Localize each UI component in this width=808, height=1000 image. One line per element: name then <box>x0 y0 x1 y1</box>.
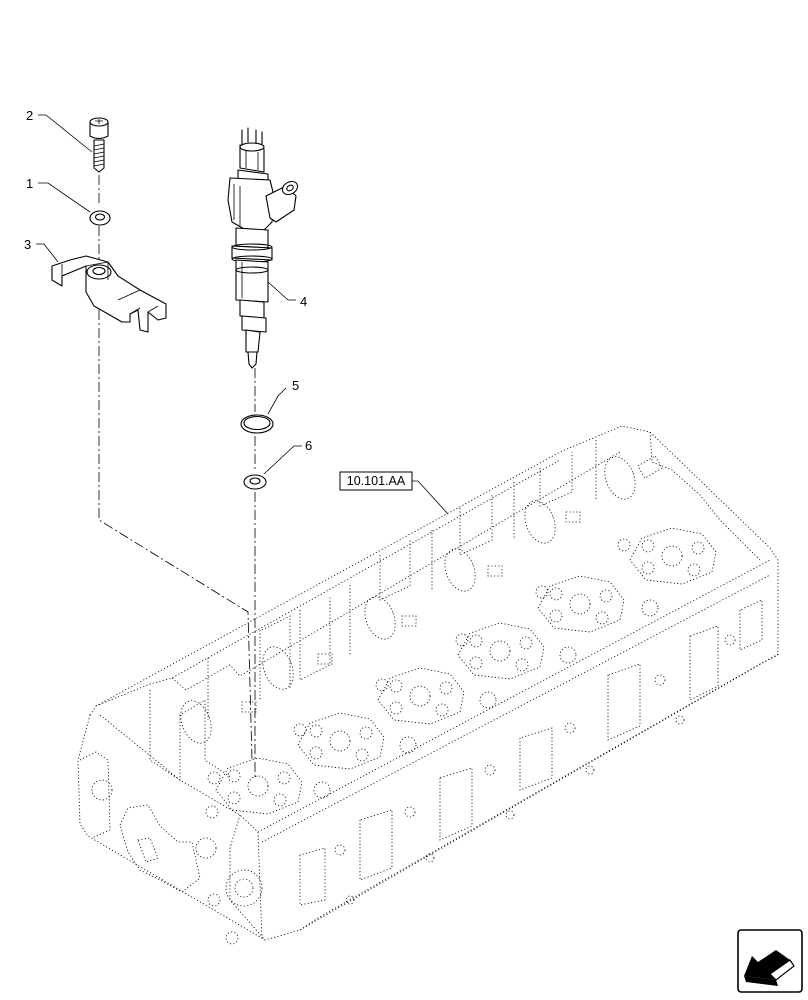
callout-4: 4 <box>300 294 307 309</box>
leader-6 <box>263 445 302 475</box>
cam-towers <box>149 431 761 781</box>
valve-bosses <box>205 527 717 819</box>
clamp-part <box>51 255 167 333</box>
callout-3: 3 <box>24 237 31 252</box>
fuel-injector-part <box>227 127 299 369</box>
cap-screw-part <box>89 117 109 173</box>
assembly-lines <box>98 175 256 780</box>
o-ring-part <box>240 414 274 434</box>
reference-label-box[interactable]: 10.101.AA <box>339 471 413 491</box>
leader-reference <box>412 480 449 515</box>
leader-5 <box>267 387 287 415</box>
reference-label[interactable]: 10.101.AA <box>347 474 406 488</box>
sealing-washer-part <box>243 474 267 490</box>
front-face-ports <box>299 599 763 906</box>
washer-part <box>89 210 111 226</box>
leader-1 <box>38 182 91 213</box>
callout-5: 5 <box>292 378 299 393</box>
callout-2: 2 <box>26 108 33 123</box>
arrow-view-icon[interactable] <box>737 929 803 993</box>
callout-numbers: 2 1 3 4 5 6 <box>24 108 312 453</box>
callout-1: 1 <box>26 176 33 191</box>
leader-3 <box>36 243 59 263</box>
callout-6: 6 <box>305 438 312 453</box>
head-outline <box>77 425 779 941</box>
leader-4 <box>267 281 296 301</box>
leader-2 <box>38 114 93 153</box>
cylinder-head-phantom <box>77 425 779 945</box>
callout-leaders <box>36 114 449 515</box>
